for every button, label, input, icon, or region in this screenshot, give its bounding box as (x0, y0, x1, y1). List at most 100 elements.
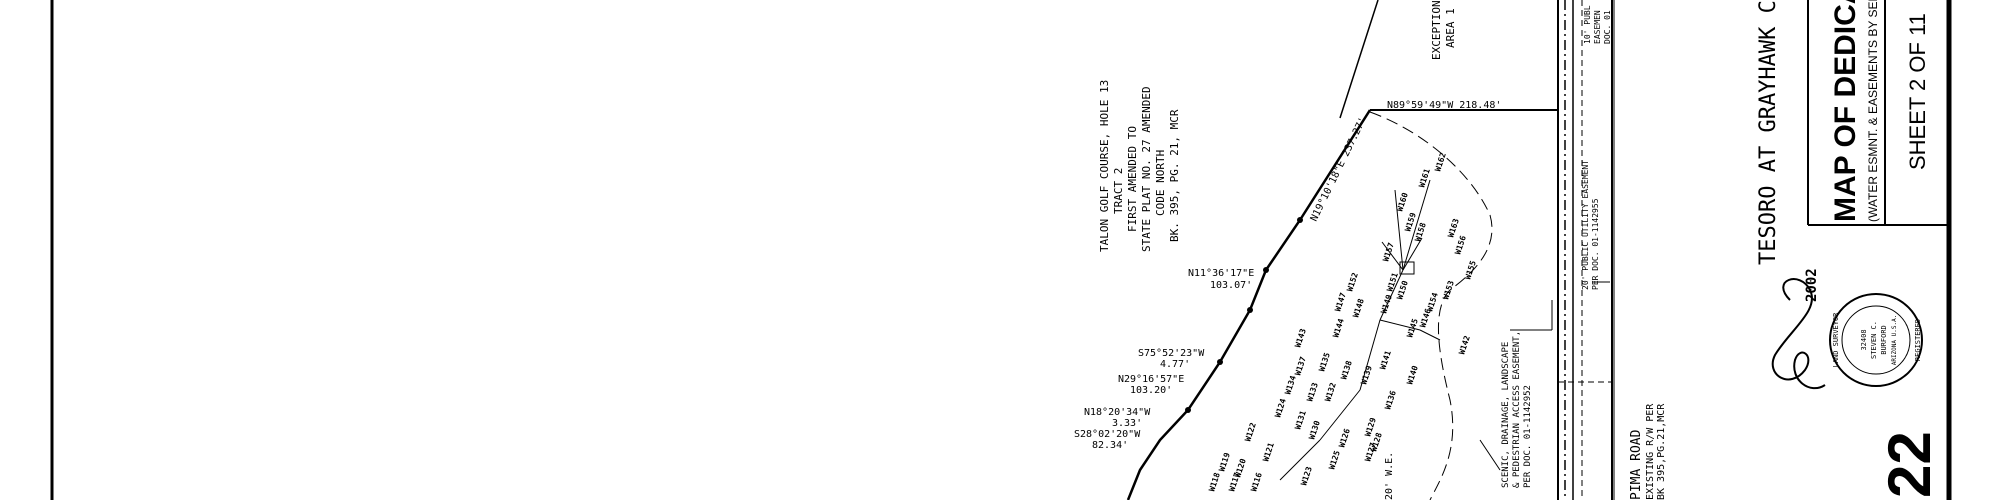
water-point-label: W158 (1413, 221, 1428, 242)
golf-line-1: TALON GOLF COURSE, HOLE 13 (1098, 80, 1111, 252)
scenic-line-3: PER DOC. 01-1142952 (1523, 385, 1533, 488)
water-point-label: W123 (1299, 465, 1314, 486)
scenic-line-2: & PEDESTRIAN ACCESS EASEMENT, (1512, 331, 1522, 488)
bearing-b2-dist: 4.77' (1160, 359, 1190, 370)
water-point-label: W143 (1293, 327, 1308, 348)
water-point-label: W130 (1307, 419, 1322, 440)
bearing-b5-dist: 82.34' (1092, 440, 1128, 451)
title-block: TESORO AT GRAYHAWK C MAP OF DEDICAT (WAT… (1756, 0, 1948, 265)
golf-line-3: FIRST AMENDED TO (1126, 126, 1139, 232)
road-name: PIMA ROAD (1629, 429, 1644, 500)
water-point-label: W122 (1243, 421, 1258, 442)
sheet-number: SHEET 2 OF 11 (1905, 13, 1930, 170)
water-point-label: W155 (1463, 259, 1478, 280)
water-point-label: W161 (1417, 167, 1432, 188)
bearing-b1: N11°36'17"E (1188, 268, 1254, 279)
public-line-2: EASEMEN (1593, 10, 1602, 44)
water-point-label: W141 (1378, 349, 1393, 370)
water-point-label: W147 (1333, 291, 1348, 312)
water-point-label: W136 (1383, 389, 1398, 410)
water-point-label: W148 (1351, 297, 1366, 318)
water-point-label: W135 (1317, 351, 1332, 372)
water-point-label: W150 (1395, 279, 1410, 300)
exception-area-label: EXCEPTION AREA 1 (1430, 0, 1457, 60)
bearing-top: N89°59'49"W 218.48' (1387, 100, 1501, 111)
road-right-of-way (1557, 0, 1615, 500)
water-point-label: W131 (1293, 409, 1308, 430)
water-point-label: W144 (1331, 317, 1346, 338)
exception-line-2: AREA 1 (1444, 8, 1457, 48)
scenic-line-1: SCENIC, DRAINAGE, LANDSCAPE (1501, 342, 1511, 488)
water-point-label: W133 (1305, 381, 1320, 402)
sheet-border (50, 0, 1952, 500)
water-point-label: W145 (1405, 317, 1420, 338)
water-point-label: W137 (1293, 355, 1308, 376)
water-point-label: W157 (1381, 241, 1396, 262)
signature-date: 2002 (1804, 268, 1820, 302)
seal-name-2: BURFORD (1880, 325, 1888, 355)
road-line-2: EXISTING R/W PER (1645, 403, 1656, 500)
water-point-label: W121 (1261, 441, 1276, 462)
seal-state: ARIZONA U.S.A. (1891, 315, 1898, 366)
exception-line-1: EXCEPTION (1430, 0, 1443, 60)
water-line-leaders (1279, 179, 1610, 481)
surveyor-seal: LAND SURVEYOR REGISTERED 32408 STEVEN C.… (1829, 293, 1923, 387)
water-point-label: W119 (1217, 451, 1232, 472)
golf-line-6: BK. 395, PG. 21, MCR (1168, 109, 1181, 242)
golf-course-note: TALON GOLF COURSE, HOLE 13 TRACT 2 FIRST… (1098, 80, 1181, 252)
golf-line-2: TRACT 2 (1112, 168, 1125, 214)
property-boundary (1126, 0, 1558, 500)
public-easement-note: 10' PUBL EASEMEN DOC. 01 (1583, 5, 1612, 44)
bearing-b5: S28°02'20"W (1074, 429, 1141, 440)
water-point-label: W134 (1283, 374, 1298, 395)
utility-line-1: 20' PUBLIC UTILITY EASEMENT (1581, 160, 1590, 290)
water-point-label: W124 (1273, 397, 1288, 418)
bearing-b4-dist: 3.33' (1112, 418, 1142, 429)
scenic-easement-note: SCENIC, DRAINAGE, LANDSCAPE & PEDESTRIAN… (1501, 331, 1533, 488)
bearing-b4: N18°20'34"W (1084, 407, 1151, 418)
water-point-label: W125 (1327, 449, 1342, 470)
utility-line-2: PER DOC. 01-1142955 (1591, 198, 1600, 290)
seal-text-bottom: REGISTERED (1914, 319, 1922, 361)
water-point-label: W139 (1359, 364, 1374, 385)
water-point-label: W152 (1345, 271, 1360, 292)
bearing-b1-dist: 103.07' (1210, 280, 1252, 291)
water-point-label: W117 (1227, 471, 1242, 492)
golf-line-4: STATE PLAT NO. 27 AMENDED (1140, 86, 1153, 252)
public-line-3: DOC. 01 (1603, 10, 1612, 44)
water-point-label: W153 (1441, 279, 1456, 300)
water-point-label: W126 (1337, 427, 1352, 448)
water-easement-label: 20' W.E. (1384, 452, 1395, 500)
water-point-label: W132 (1323, 381, 1338, 402)
bearing-b3-dist: 103.20' (1130, 385, 1172, 396)
bearing-b2: S75°52'23"W (1138, 348, 1205, 359)
project-title: TESORO AT GRAYHAWK C (1756, 0, 1781, 265)
seal-text-top: LAND SURVEYOR (1832, 312, 1840, 368)
map-subtitle: (WATER ESMNT. & EASEMENTS BY SEPARATE D (1866, 0, 1880, 222)
road-label: PIMA ROAD EXISTING R/W PER BK 395,PG.21,… (1629, 403, 1667, 500)
map-title: MAP OF DEDICAT (1829, 0, 1862, 222)
bearing-b3: N29°16'57"E (1118, 374, 1184, 385)
water-point-label: W156 (1453, 234, 1468, 255)
big-sheet-number: 22 (1876, 431, 1943, 498)
water-point-label: W149 (1379, 293, 1394, 314)
water-point-label: W138 (1339, 359, 1354, 380)
utility-easement-note: 20' PUBLIC UTILITY EASEMENT PER DOC. 01-… (1581, 160, 1600, 290)
water-point-label: W162 (1433, 151, 1448, 172)
public-line-1: 10' PUBL (1583, 5, 1592, 44)
water-point-label: W118 (1207, 471, 1222, 492)
water-point-label: W142 (1457, 334, 1472, 355)
seal-name-1: STEVEN C. (1870, 321, 1878, 359)
water-point-label: W116 (1249, 471, 1264, 492)
scenic-easement-boundary (1369, 111, 1493, 500)
water-point-label: W146 (1418, 307, 1433, 328)
seal-number: 32408 (1860, 329, 1868, 350)
water-point-label: W160 (1395, 191, 1410, 212)
bearing-diag: N19°10'18"E 237.27' (1309, 116, 1369, 224)
road-line-3: BK 395,PG.21,MCR (1656, 403, 1667, 500)
signature-icon (1771, 278, 1826, 390)
